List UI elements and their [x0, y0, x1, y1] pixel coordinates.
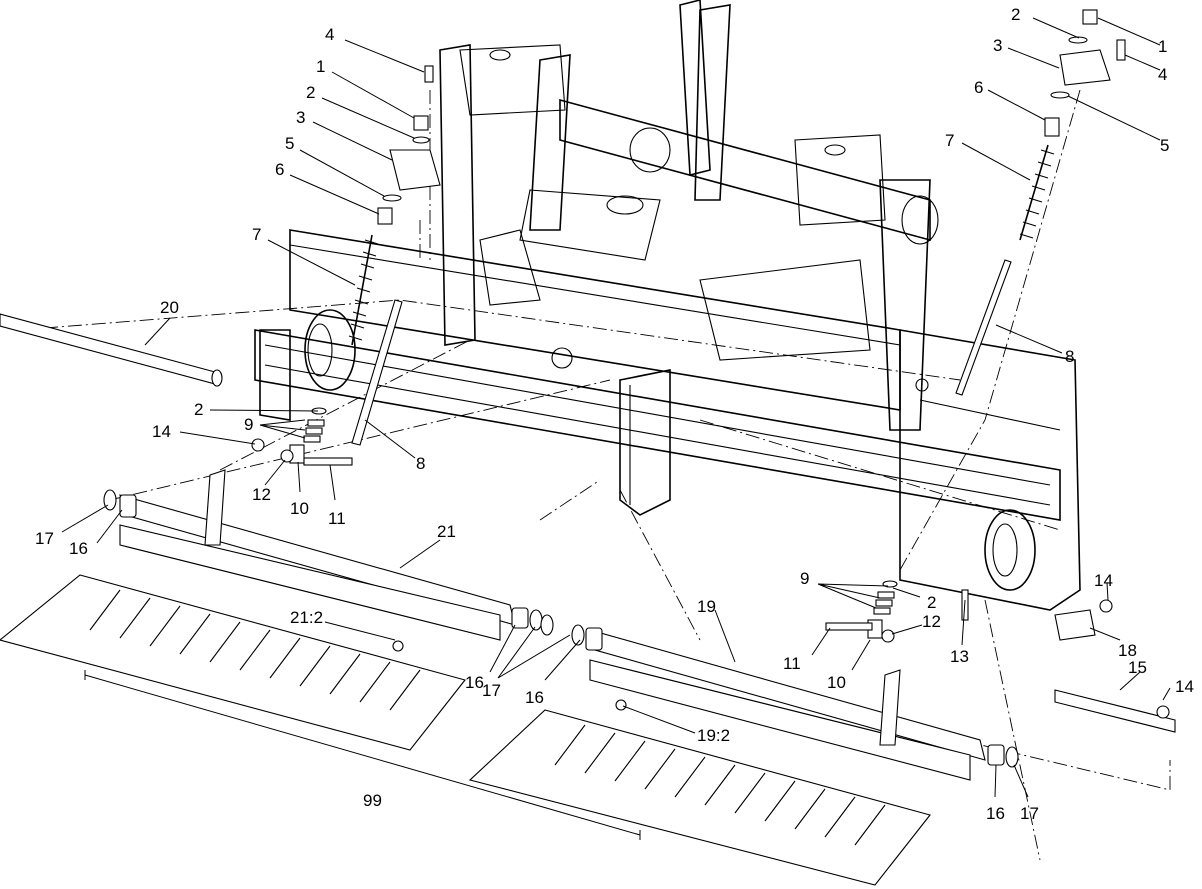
left-spring-assembly — [348, 65, 441, 446]
scraper-bar-21 — [103, 469, 554, 652]
callout-99: 99 — [363, 791, 382, 810]
callout-3-top: 3 — [296, 108, 305, 127]
callout-16-mid2: 16 — [525, 688, 544, 707]
callout-13: 13 — [950, 647, 969, 666]
leader-lines — [61, 17, 1171, 798]
callout-3-topright: 3 — [993, 36, 1002, 55]
callout-16-mid: 16 — [465, 673, 484, 692]
bushing-6-left — [377, 207, 393, 225]
callout-14-right: 14 — [1094, 571, 1113, 590]
callout-9-left: 9 — [244, 415, 253, 434]
callout-15: 15 — [1128, 658, 1147, 677]
assembly-lines — [19, 89, 1171, 861]
callout-20: 20 — [160, 298, 179, 317]
callout-10-right: 10 — [827, 673, 846, 692]
left-pivot-hardware — [251, 407, 353, 466]
callout-6-top: 6 — [275, 160, 284, 179]
callout-6-right: 6 — [974, 78, 983, 97]
bushing-6-right — [1044, 117, 1060, 137]
callout-21-2: 21:2 — [290, 608, 323, 627]
callout-12-right: 12 — [922, 612, 941, 631]
spring-7-right — [1019, 144, 1049, 241]
scraper-bar-19 — [571, 624, 1019, 781]
callout-5-right: 5 — [1160, 136, 1169, 155]
cap-1-left — [413, 115, 429, 131]
bolt-19-2 — [615, 699, 627, 711]
bushing-16-left — [119, 494, 137, 518]
washer-2-right — [1068, 36, 1088, 44]
nut-14-far — [1156, 705, 1170, 719]
cap-1-right — [1082, 9, 1098, 25]
callout-16-left: 16 — [69, 539, 88, 558]
rod-8-right — [955, 259, 1012, 396]
right-spring-assembly — [955, 9, 1126, 396]
bolt-11-left — [303, 457, 353, 466]
callout-14-left: 14 — [152, 422, 171, 441]
nut-14-right — [1099, 599, 1113, 613]
callout-11-right: 11 — [783, 654, 801, 673]
callout-21: 21 — [437, 522, 456, 541]
callout-19: 19 — [697, 597, 716, 616]
callout-2-right: 2 — [927, 593, 936, 612]
callout-17-left: 17 — [35, 529, 54, 548]
callout-17-mid: 17 — [482, 681, 501, 700]
callout-2-mid: 2 — [194, 400, 203, 419]
right-pivot-hardware — [825, 580, 1176, 733]
callout-17-right: 17 — [1020, 804, 1039, 823]
washer-2-left — [412, 136, 430, 144]
callout-4-topright: 4 — [1158, 65, 1167, 84]
nut-14-left — [251, 438, 265, 452]
callout-8-right: 8 — [1065, 347, 1074, 366]
washer-17-left — [103, 489, 117, 511]
callout-4-top: 4 — [325, 25, 334, 44]
bolt-4-right — [1116, 39, 1126, 61]
nut-12-left — [280, 449, 294, 463]
callout-10-left: 10 — [290, 499, 309, 518]
bolt-21-2 — [392, 640, 404, 652]
callout-18: 18 — [1118, 641, 1137, 660]
callout-19-2: 19:2 — [697, 726, 730, 745]
washer-17-right — [1005, 746, 1019, 768]
tine-scraper-left — [0, 574, 466, 751]
callout-11-left: 11 — [328, 509, 346, 528]
callout-7-right: 7 — [945, 131, 954, 150]
callout-14-far: 14 — [1175, 677, 1194, 696]
callout-9-right: 9 — [800, 569, 809, 588]
pivot-18 — [1054, 609, 1096, 641]
callout-2-topright: 2 — [1011, 5, 1020, 24]
callout-12-left: 12 — [252, 485, 271, 504]
main-frame — [254, 0, 1081, 611]
nut-12-right — [881, 629, 895, 643]
callout-7-left: 7 — [252, 225, 261, 244]
shaft-20 — [0, 313, 216, 385]
bushing-16-mid — [511, 607, 529, 629]
callout-16-right: 16 — [986, 804, 1005, 823]
washer-5-right — [1050, 91, 1070, 99]
callout-1-topright: 1 — [1158, 37, 1167, 56]
callout-8-left: 8 — [416, 454, 425, 473]
bracket-3-left — [389, 149, 441, 191]
rod-8-left — [351, 299, 403, 446]
plate-15 — [1054, 689, 1176, 733]
tine-scraper-right — [468, 709, 931, 886]
callout-1-top: 1 — [316, 57, 325, 76]
bushing-16-right — [987, 744, 1005, 766]
bushing-16-mid2 — [585, 627, 603, 651]
callout-2-top: 2 — [306, 83, 315, 102]
bolt-4-left — [424, 65, 434, 83]
bolt-11-right — [825, 622, 873, 631]
washer-5-left — [382, 194, 402, 202]
callout-5-top: 5 — [285, 134, 294, 153]
callout-labels: 4 1 2 3 5 6 7 20 2 9 14 8 12 10 11 17 16… — [35, 5, 1194, 823]
bracket-3-right — [1059, 49, 1111, 86]
